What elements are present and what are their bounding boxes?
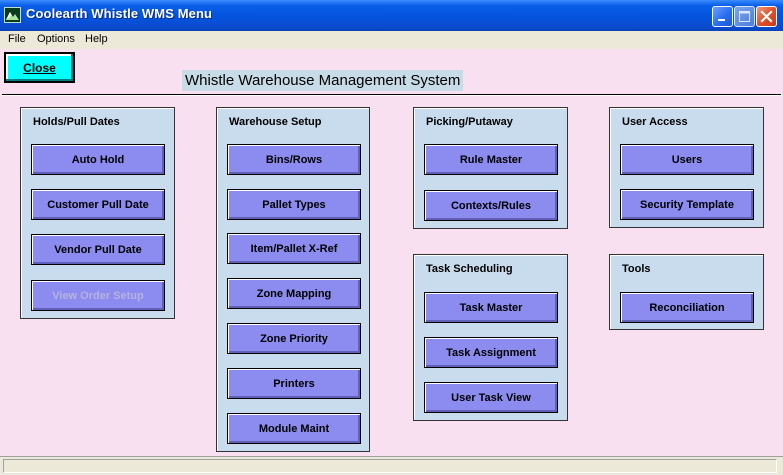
- view-order-setup-button: View Order Setup: [31, 280, 165, 311]
- rule-master-button[interactable]: Rule Master: [424, 144, 558, 175]
- close-window-button[interactable]: [756, 6, 777, 27]
- close-button[interactable]: Close: [4, 52, 75, 83]
- divider-highlight: [2, 95, 781, 96]
- group-title: Holds/Pull Dates: [33, 116, 120, 128]
- group-user-access: User Access Users Security Template: [609, 107, 764, 228]
- system-title: Whistle Warehouse Management System: [182, 70, 464, 91]
- minimize-button[interactable]: [712, 6, 733, 27]
- group-title: Tools: [622, 263, 651, 275]
- group-holds-pull-dates: Holds/Pull Dates Auto Hold Customer Pull…: [20, 107, 175, 319]
- divider: [2, 94, 781, 95]
- reconciliation-button[interactable]: Reconciliation: [620, 292, 754, 323]
- pallet-types-button[interactable]: Pallet Types: [227, 189, 361, 220]
- customer-pull-date-button[interactable]: Customer Pull Date: [31, 189, 165, 220]
- security-template-button[interactable]: Security Template: [620, 189, 754, 220]
- status-bar: [0, 456, 783, 475]
- group-tools: Tools Reconciliation: [609, 254, 764, 330]
- printers-button[interactable]: Printers: [227, 368, 361, 399]
- title-bar[interactable]: Coolearth Whistle WMS Menu: [0, 0, 783, 31]
- users-button[interactable]: Users: [620, 144, 754, 175]
- group-title: Warehouse Setup: [229, 116, 322, 128]
- group-title: Picking/Putaway: [426, 116, 513, 128]
- group-title: Task Scheduling: [426, 263, 513, 275]
- window-title: Coolearth Whistle WMS Menu: [26, 6, 213, 21]
- group-warehouse-setup: Warehouse Setup Bins/Rows Pallet Types I…: [216, 107, 370, 452]
- auto-hold-button[interactable]: Auto Hold: [31, 144, 165, 175]
- user-task-view-button[interactable]: User Task View: [424, 382, 558, 413]
- menu-options[interactable]: Options: [37, 33, 75, 45]
- zone-mapping-button[interactable]: Zone Mapping: [227, 278, 361, 309]
- menu-bar: File Options Help: [0, 31, 783, 49]
- status-pane: [3, 459, 777, 473]
- group-task-scheduling: Task Scheduling Task Master Task Assignm…: [413, 254, 568, 421]
- menu-file[interactable]: File: [8, 33, 26, 45]
- item-pallet-xref-button[interactable]: Item/Pallet X-Ref: [227, 233, 361, 264]
- task-assignment-button[interactable]: Task Assignment: [424, 337, 558, 368]
- bins-rows-button[interactable]: Bins/Rows: [227, 144, 361, 175]
- group-picking-putaway: Picking/Putaway Rule Master Contexts/Rul…: [413, 107, 568, 229]
- module-maint-button[interactable]: Module Maint: [227, 413, 361, 444]
- group-title: User Access: [622, 116, 688, 128]
- zone-priority-button[interactable]: Zone Priority: [227, 323, 361, 354]
- vendor-pull-date-button[interactable]: Vendor Pull Date: [31, 234, 165, 265]
- task-master-button[interactable]: Task Master: [424, 292, 558, 323]
- app-logo-icon: [4, 7, 21, 23]
- maximize-button[interactable]: [734, 6, 755, 27]
- menu-help[interactable]: Help: [85, 33, 108, 45]
- contexts-rules-button[interactable]: Contexts/Rules: [424, 190, 558, 221]
